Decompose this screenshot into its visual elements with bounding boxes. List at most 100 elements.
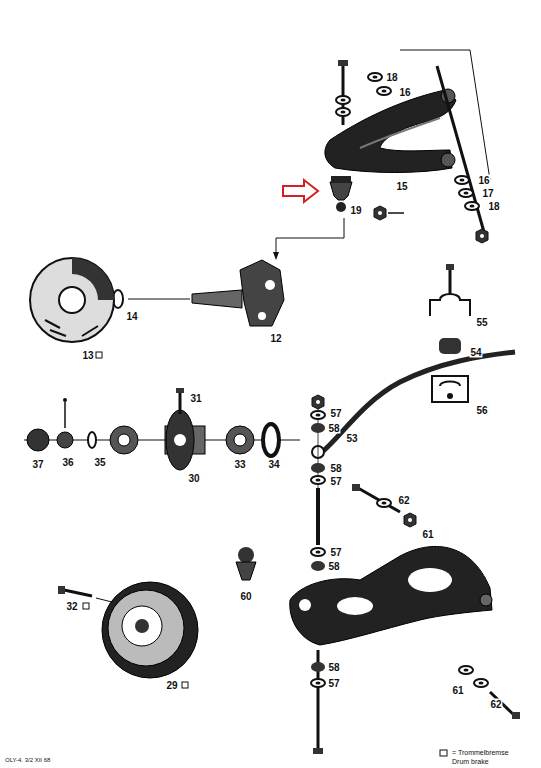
callout-number: 57	[329, 547, 342, 558]
callout-number: 16	[477, 175, 490, 186]
callout-number: 60	[239, 591, 252, 602]
washer	[459, 666, 473, 674]
callout-number: 37	[31, 459, 44, 470]
callout-number: 29	[165, 680, 178, 691]
washer	[368, 73, 382, 81]
nut	[374, 206, 386, 220]
link-rod	[316, 488, 320, 545]
callout-number: 16	[398, 87, 411, 98]
spindle	[192, 290, 242, 308]
stud-head	[58, 586, 65, 594]
stabilizer-bracket	[432, 376, 468, 402]
arm-hole	[299, 599, 311, 611]
callout-number: 57	[329, 408, 342, 419]
washer	[311, 411, 325, 419]
knuckle-hole	[265, 280, 275, 290]
footer-note: OLY-4. 3/2 XII 68	[4, 757, 51, 764]
washer	[336, 108, 350, 116]
backing-plate-ribs	[45, 320, 98, 336]
cotter-pin	[388, 212, 404, 214]
rubber-bushing	[311, 662, 325, 672]
ball-joint	[238, 547, 254, 563]
bracket-hole	[447, 393, 453, 399]
bearing	[226, 426, 254, 454]
callout-number: 19	[349, 205, 362, 216]
callout-number: 31	[189, 393, 202, 404]
washer	[311, 679, 325, 687]
callout-number: 14	[125, 311, 138, 322]
callout-number: 53	[345, 433, 358, 444]
lower-control-arm	[290, 546, 492, 645]
legend-text: = Trommelbremse	[451, 749, 510, 757]
bracket-line	[400, 50, 470, 51]
callout-number: 35	[93, 457, 106, 468]
assembly-line	[128, 299, 190, 300]
rubber-bushing	[311, 561, 325, 571]
hub-bore	[174, 434, 186, 446]
drum-brake-symbol	[83, 603, 89, 609]
bolt	[358, 488, 400, 512]
callout-number: 32	[65, 601, 78, 612]
wheel-bolt	[179, 392, 182, 414]
brake-drum	[102, 582, 198, 678]
washer	[474, 679, 488, 687]
callout-number: 57	[329, 476, 342, 487]
hub-flange	[166, 410, 194, 470]
callout-number: 57	[327, 678, 340, 689]
cotter-pin	[64, 402, 66, 428]
arm-cutout	[408, 568, 452, 592]
drum-brake-symbol	[96, 352, 102, 358]
hub-cap	[27, 429, 49, 451]
callout-number: 36	[61, 457, 74, 468]
callout-number: 62	[397, 495, 410, 506]
nut	[404, 513, 416, 527]
arrow-tip	[273, 252, 279, 260]
bolt-head	[446, 264, 454, 270]
bolt-head	[338, 60, 348, 66]
arm-cutout	[337, 597, 373, 615]
callout-number: 13	[81, 350, 94, 361]
callout-number: 30	[187, 473, 200, 484]
knuckle-hole	[258, 312, 266, 320]
callout-number: 17	[481, 188, 494, 199]
steering-knuckle	[240, 260, 284, 326]
rubber-bushing	[311, 423, 325, 433]
bearing	[110, 426, 138, 454]
callout-number: 58	[329, 463, 342, 474]
callout-number: 34	[267, 459, 280, 470]
rubber-bushing	[311, 463, 325, 473]
ball-joint-body	[236, 562, 256, 580]
stabilizer-bracket	[430, 294, 470, 316]
red-arrow	[283, 180, 318, 202]
callout-number: 55	[475, 317, 488, 328]
bracket-line	[470, 50, 490, 180]
ball-joint	[330, 182, 352, 200]
drum-face	[108, 590, 184, 666]
drum-brake-symbol	[182, 682, 188, 688]
bushing	[480, 594, 492, 606]
washer	[465, 202, 479, 210]
bearing-bore	[118, 434, 130, 446]
backing-plate-hole	[59, 287, 85, 313]
callout-number: 61	[421, 529, 434, 540]
washer	[311, 476, 325, 484]
stabilizer-bar	[322, 352, 515, 452]
washer	[377, 87, 391, 95]
washer	[377, 499, 391, 507]
callout-number: 58	[327, 423, 340, 434]
callout-number: 15	[395, 181, 408, 192]
assembly-line	[276, 218, 344, 258]
callout-number: 58	[327, 662, 340, 673]
backing-plate	[30, 258, 114, 342]
bolt-head	[512, 712, 520, 719]
ball-joint-flange	[331, 176, 351, 182]
washer	[336, 96, 350, 104]
drum-bore	[135, 619, 149, 633]
callout-number: 56	[475, 405, 488, 416]
cotter-pin-head	[63, 398, 67, 402]
footer-note: Drum brake	[451, 758, 490, 766]
nut	[476, 229, 488, 243]
callout-number: 18	[487, 201, 500, 212]
bolt-head	[352, 484, 360, 491]
arm-highlight	[360, 118, 440, 148]
